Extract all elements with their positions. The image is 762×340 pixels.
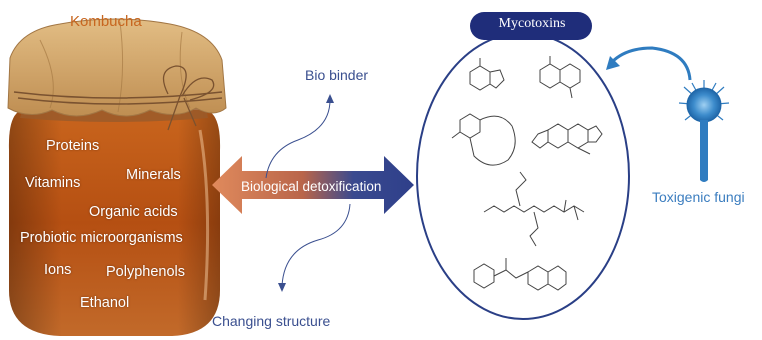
twine	[13, 91, 223, 105]
ingredient-probiotic-microorganisms: Probiotic microorganisms	[20, 230, 183, 246]
biological-detoxification-label: Biological detoxification	[241, 179, 382, 194]
jar-highlight	[198, 129, 210, 301]
bio-binder-label: Bio binder	[305, 67, 369, 83]
structure-zearalenone	[451, 113, 516, 166]
ingredient-minerals: Minerals	[126, 167, 181, 183]
ingredient-ions: Ions	[44, 262, 72, 278]
fungi-illustration	[678, 80, 730, 182]
ingredient-polyphenols: Polyphenols	[106, 264, 185, 280]
fungi-arrowhead	[606, 56, 620, 70]
cloth-cover	[7, 18, 227, 117]
structure-phenylalanine-conjugate	[473, 258, 567, 291]
ingredient-organic-acids: Organic acids	[89, 204, 178, 220]
structure-fumonisin	[483, 171, 585, 247]
ingredient-ethanol: Ethanol	[80, 295, 130, 311]
ingredient-vitamins: Vitamins	[25, 175, 81, 191]
ingredient-proteins: Proteins	[46, 138, 100, 154]
mycotoxins-badge	[470, 12, 592, 40]
kombucha-title: Kombucha	[70, 13, 142, 30]
fungi-to-mycotoxins-arrow	[610, 46, 692, 81]
bio-binder-arrowhead	[326, 94, 334, 103]
biological-detoxification-arrow	[212, 156, 414, 214]
twine-bow	[162, 65, 215, 131]
jar-shade	[8, 110, 221, 336]
structure-ochratoxin-a	[539, 56, 581, 99]
changing-structure-label: Changing structure	[212, 313, 331, 329]
toxigenic-fungi-label: Toxigenic fungi	[652, 189, 745, 205]
structure-patulin	[469, 58, 505, 91]
changing-structure-arrowhead	[278, 283, 286, 292]
structure-aflatoxin	[531, 123, 603, 155]
bio-binder-curve	[265, 99, 331, 179]
kombucha-jar	[7, 18, 227, 336]
mycotoxins-title: Mycotoxins	[498, 16, 566, 31]
changing-structure-curve	[281, 203, 351, 287]
